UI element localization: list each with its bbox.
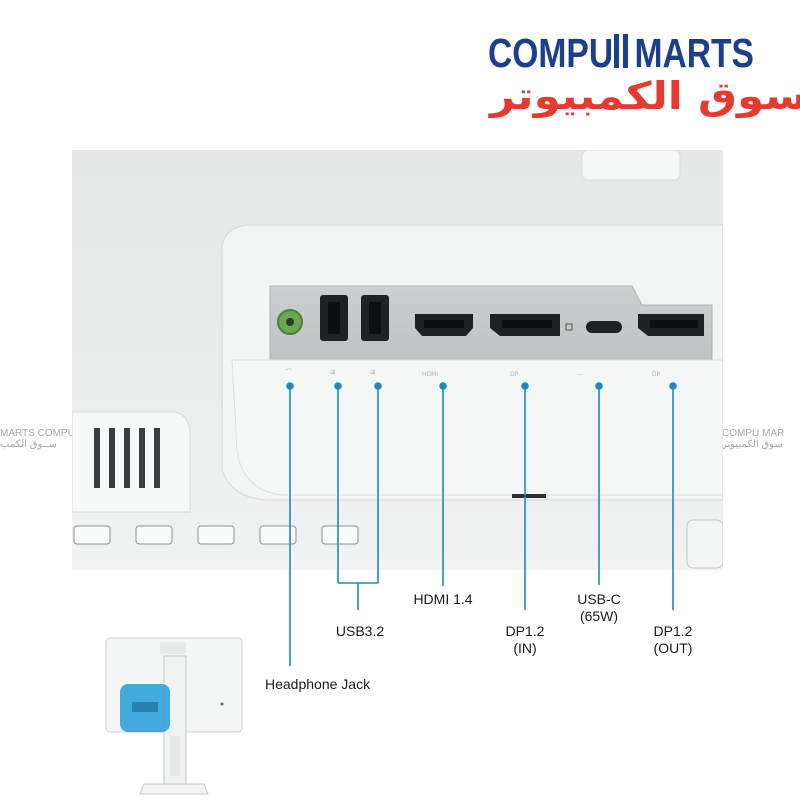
watermark-left-arabic: ســوق الكمب <box>0 439 57 450</box>
label-usb-c: USB-C (65W) <box>566 591 632 625</box>
label-hdmi: HDMI 1.4 <box>405 591 481 608</box>
label-usb: USB3.2 <box>330 623 390 640</box>
logo-brand-left: COMPU <box>488 30 614 76</box>
svg-text:DP: DP <box>510 371 519 378</box>
svg-text:HDMI: HDMI <box>422 371 438 378</box>
monitor-rear-photo: ⌒ ⇶ ⇶ HDMI DP — DP <box>72 150 723 570</box>
logo-arabic: سوق الكمبيوتر <box>490 74 800 118</box>
callout-lines <box>289 570 674 666</box>
label-dp-in-line1: DP1.2 <box>505 623 545 639</box>
logo-brand-right: MARTS <box>634 30 754 76</box>
svg-text:⌒: ⌒ <box>286 369 292 376</box>
watermark-left-text: MARTS COMPU <box>0 428 75 439</box>
monitor-thumbnail <box>105 637 243 795</box>
label-hdmi-text: HDMI 1.4 <box>413 591 473 607</box>
svg-text:⇶: ⇶ <box>330 369 335 376</box>
label-dp-in: DP1.2 (IN) <box>495 623 555 657</box>
label-headphone-jack: Headphone Jack <box>265 676 370 693</box>
label-headphone-text: Headphone Jack <box>265 676 371 692</box>
watermark-right-text: COMPU MAR <box>722 428 785 439</box>
svg-text:—: — <box>577 371 583 378</box>
svg-text:⇶: ⇶ <box>370 369 375 376</box>
svg-text:DP: DP <box>652 371 661 378</box>
label-dp-in-line2: (IN) <box>513 640 537 656</box>
label-dp-out: DP1.2 (OUT) <box>640 623 706 657</box>
label-dp-out-line1: DP1.2 <box>653 623 693 639</box>
watermark-left: MARTS COMPU ســوق الكمب <box>0 428 75 450</box>
label-dp-out-line2: (OUT) <box>653 640 693 656</box>
logo-english: COMPU MARTS <box>488 30 754 77</box>
compumarts-logo: COMPU MARTS سوق الكمبيوتر <box>488 30 800 120</box>
label-usb-c-line2: (65W) <box>579 608 619 624</box>
label-usb-text: USB3.2 <box>335 623 385 639</box>
label-usb-c-line1: USB-C <box>577 591 621 607</box>
logo-divider-bars <box>614 34 628 68</box>
watermark-right-arabic: سوق الكمبيوتر <box>722 439 783 450</box>
watermark-right: COMPU MAR سوق الكمبيوتر <box>722 428 784 450</box>
